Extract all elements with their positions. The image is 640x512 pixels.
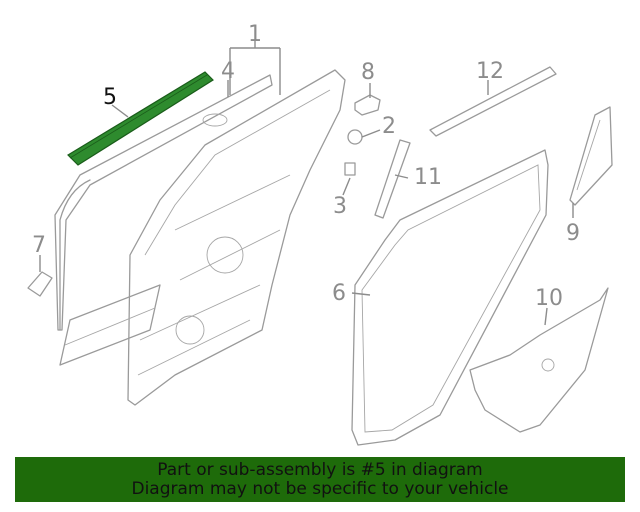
info-banner: Part or sub-assembly is #5 in diagram Di… [15,457,625,502]
banner-line-2: Diagram may not be specific to your vehi… [131,479,509,499]
callout-8: 8 [361,60,375,85]
banner-line-1: Part or sub-assembly is #5 in diagram [157,460,483,480]
callout-7: 7 [32,233,46,258]
part-3-small-clip[interactable] [344,162,356,176]
part-2-grommet[interactable] [347,129,363,145]
callout-1: 1 [248,22,262,47]
part-4-door-glass[interactable] [54,74,273,331]
exploded-door-diagram: 1 2 3 4 5 6 7 8 10 11 12 9 [27,22,613,446]
callout-9: 9 [566,221,580,246]
part-6-weatherstrip[interactable] [351,149,549,446]
part-12-molding-strip[interactable] [429,66,557,137]
part-1-door-panel[interactable] [59,69,346,406]
callout-5: 5 [103,85,117,110]
part-5-belt-molding[interactable] [67,71,214,166]
leader-lines [39,40,574,326]
callout-6: 6 [332,281,346,306]
part-8-clip[interactable] [354,94,381,116]
part-9-trim-piece[interactable] [569,106,613,206]
callout-12: 12 [476,59,504,84]
callout-3: 3 [333,194,347,219]
callout-2: 2 [382,114,396,139]
callout-10: 10 [535,286,563,311]
part-10-seal[interactable] [469,287,609,433]
callout-11: 11 [414,165,442,190]
part-7-bracket[interactable] [27,271,53,297]
callout-4: 4 [221,59,235,84]
part-11-sash-molding[interactable] [374,139,411,219]
